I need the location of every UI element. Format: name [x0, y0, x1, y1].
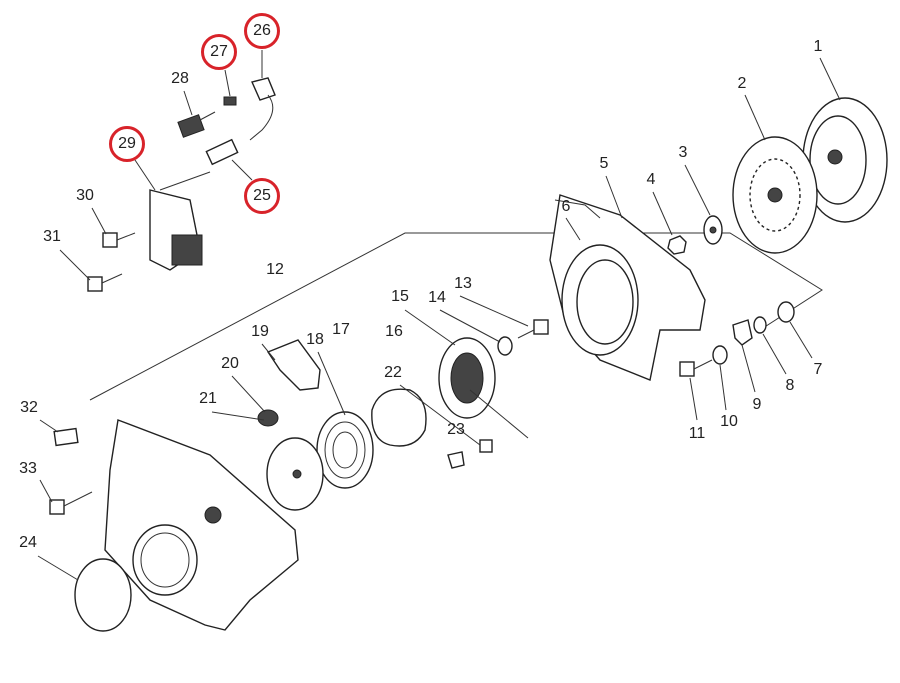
recoil-spring-part	[316, 411, 374, 489]
spring-part	[777, 301, 795, 323]
part-label-12: 12	[266, 261, 284, 278]
part-label-11: 11	[688, 425, 706, 442]
part-label-24: 24	[19, 534, 37, 551]
part-label-9: 9	[752, 396, 762, 413]
bolt-part-13	[517, 319, 549, 339]
nut-part	[667, 235, 687, 255]
fan-part	[732, 136, 818, 254]
leader-lines	[37, 50, 841, 581]
spring-part-27	[223, 96, 237, 106]
pawl-part	[732, 319, 753, 346]
part-label-5: 5	[599, 155, 609, 172]
part-label-15: 15	[391, 288, 409, 305]
part-label-31: 31	[43, 228, 61, 245]
starter-housing-part	[549, 194, 706, 381]
washer-small-part	[753, 316, 767, 334]
part-label-4: 4	[646, 171, 656, 188]
washer-hole	[709, 226, 717, 234]
washer-part-14	[497, 336, 513, 356]
starter-cover-part	[104, 419, 299, 631]
part-label-8: 8	[785, 377, 795, 394]
part-label-2: 2	[737, 75, 747, 92]
spark-plug-part	[177, 111, 216, 138]
flywheel-part	[802, 97, 888, 223]
bolt-part-30	[102, 232, 136, 248]
part-label-30: 30	[76, 187, 94, 204]
assembly-bracket-line	[89, 232, 823, 401]
part-label-14: 14	[428, 289, 446, 306]
plate-part	[371, 388, 427, 447]
highlight-circle-25	[244, 178, 280, 214]
part-label-22: 22	[384, 364, 402, 381]
part-label-10: 10	[720, 413, 738, 430]
part-label-13: 13	[454, 275, 472, 292]
part-label-18: 18	[306, 331, 324, 348]
label-part	[53, 427, 79, 447]
hose-part	[249, 94, 274, 141]
screw-part-23	[479, 439, 493, 453]
part-label-23: 23	[447, 421, 465, 438]
part-label-7: 7	[813, 361, 823, 378]
bolt-part-31	[87, 273, 123, 292]
part-label-17: 17	[332, 321, 350, 338]
pulley-part	[438, 337, 529, 439]
part-label-20: 20	[221, 355, 239, 372]
part-label-28: 28	[171, 70, 189, 87]
carburetor-bracket-part	[149, 171, 211, 271]
part-label-3: 3	[678, 144, 688, 161]
clip-part	[447, 451, 465, 469]
part-label-1: 1	[813, 38, 823, 55]
hose-sleeve-part-25	[205, 138, 239, 166]
part-label-6: 6	[561, 198, 571, 215]
highlight-circle-26	[244, 13, 280, 49]
grommet-part	[257, 409, 279, 427]
part-label-19: 19	[251, 323, 269, 340]
part-label-16: 16	[385, 323, 403, 340]
washer-part-10	[712, 345, 728, 365]
disc-hole	[292, 469, 302, 479]
bolt-part-11	[679, 359, 713, 377]
highlight-circle-29	[109, 126, 145, 162]
bolt-part-33	[49, 491, 93, 515]
highlight-circle-27	[201, 34, 237, 70]
handle-part	[266, 339, 321, 391]
part-label-32: 32	[20, 399, 38, 416]
part-label-33: 33	[19, 460, 37, 477]
part-label-21: 21	[199, 390, 217, 407]
gasket-part	[74, 558, 132, 632]
cap-part-26	[251, 77, 276, 101]
